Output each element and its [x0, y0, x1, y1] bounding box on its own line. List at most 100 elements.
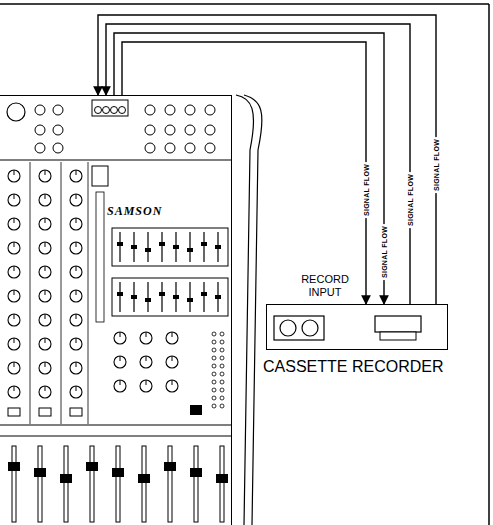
eq-slider-cap	[201, 292, 207, 296]
led	[220, 404, 224, 408]
knob-pointer	[45, 290, 46, 295]
knob-pointer	[45, 194, 46, 199]
knob	[8, 266, 20, 278]
knob-pointer	[45, 266, 46, 271]
knob	[39, 194, 51, 206]
knob	[114, 380, 126, 392]
knob	[39, 170, 51, 182]
knob-pointer	[14, 386, 15, 391]
mute-button	[39, 408, 51, 416]
knob	[8, 170, 20, 182]
knob-pointer	[76, 362, 77, 367]
knob-pointer	[172, 332, 173, 337]
jack	[111, 107, 118, 114]
knob	[39, 314, 51, 326]
signal-flow-label: SIGNAL FLOW	[406, 172, 415, 228]
knob-pointer	[76, 266, 77, 271]
knob	[8, 194, 20, 206]
knob-pointer	[14, 170, 15, 175]
knob	[70, 218, 82, 230]
jack	[145, 125, 155, 135]
frame-line	[488, 4, 490, 525]
knob-pointer	[45, 338, 46, 343]
eq-slider-cap	[187, 248, 193, 252]
knob	[70, 314, 82, 326]
eq-panel	[112, 278, 228, 316]
eq-slider-track	[161, 232, 162, 262]
led	[212, 364, 216, 368]
jack	[205, 125, 215, 135]
knob-pointer	[45, 218, 46, 223]
eq-slider-cap	[131, 245, 137, 249]
knob-pointer	[76, 194, 77, 199]
mixer-controls	[7, 100, 228, 522]
jack	[185, 143, 195, 153]
knob-pointer	[120, 332, 121, 337]
eq-slider-track	[119, 232, 120, 262]
eq-slider-track	[203, 232, 204, 262]
fader-cap	[164, 462, 176, 471]
eq-slider-cap	[173, 295, 179, 299]
knob-pointer	[76, 386, 77, 391]
jack	[53, 125, 63, 135]
jack	[119, 107, 126, 114]
knob	[70, 170, 82, 182]
jack	[185, 125, 195, 135]
knob-pointer	[146, 380, 147, 385]
knob	[8, 314, 20, 326]
fader-track	[90, 446, 94, 522]
knob-pointer	[146, 332, 147, 337]
fader-cap	[8, 462, 20, 471]
led	[220, 340, 224, 344]
jack	[165, 125, 175, 135]
eq-slider-cap	[159, 292, 165, 296]
knob-pointer	[120, 380, 121, 385]
knob	[8, 218, 20, 230]
knob	[114, 356, 126, 368]
level-display	[375, 316, 421, 332]
jack	[53, 105, 63, 115]
cassette-reel	[280, 320, 296, 336]
knob	[70, 290, 82, 302]
eq-slider-track	[161, 282, 162, 312]
fader-track	[142, 446, 146, 522]
knob	[39, 362, 51, 374]
signal-flow-label: SIGNAL FLOW	[432, 137, 441, 193]
cassette-recorder-box: RECORD INPUTCASSETTE RECORDER	[266, 304, 448, 350]
eq-slider-track	[203, 282, 204, 312]
knob	[70, 194, 82, 206]
eq-slider-cap	[215, 245, 221, 249]
knob	[70, 362, 82, 374]
jack	[103, 107, 110, 114]
knob	[8, 362, 20, 374]
knob	[140, 356, 152, 368]
eq-slider-cap	[215, 295, 221, 299]
signal-wire	[114, 33, 384, 304]
fader-track	[116, 446, 120, 522]
eq-slider-cap	[159, 242, 165, 246]
fader-cap	[138, 474, 150, 483]
eq-slider-track	[189, 282, 190, 312]
jack	[205, 105, 215, 115]
knob	[8, 386, 20, 398]
led	[220, 388, 224, 392]
cassette-window	[274, 316, 324, 340]
xlr-jack	[7, 103, 25, 121]
jack	[53, 143, 63, 153]
knob-pointer	[76, 290, 77, 295]
eq-slider-cap	[117, 292, 123, 296]
fader-track	[38, 446, 42, 522]
mute-button	[70, 408, 82, 416]
fader-cap	[112, 468, 124, 477]
fader-track	[194, 446, 198, 522]
knob	[39, 218, 51, 230]
led	[212, 340, 216, 344]
led	[220, 356, 224, 360]
knob-pointer	[120, 356, 121, 361]
eq-panel	[112, 228, 228, 266]
knob	[39, 290, 51, 302]
knob-pointer	[14, 242, 15, 247]
transport-buttons	[380, 332, 416, 340]
